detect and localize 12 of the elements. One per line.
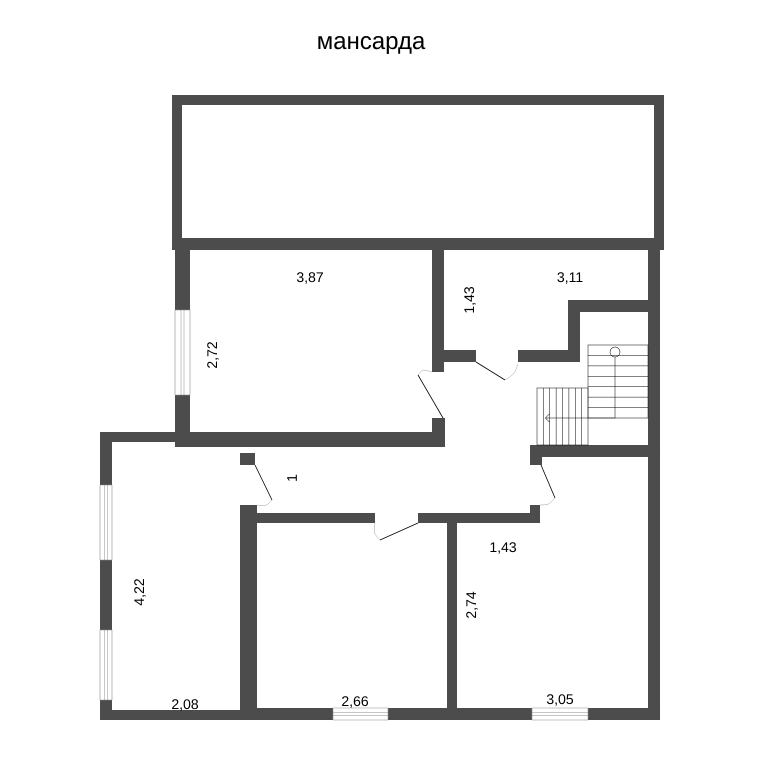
plan-title: мансарда — [318, 36, 426, 54]
dimension-label: 3,11 — [557, 272, 582, 284]
dimension-label: 2,08 — [172, 699, 198, 711]
dimension-label: 4,22 — [134, 579, 146, 606]
dimension-label: 2,74 — [466, 592, 478, 618]
dimension-label: 3,87 — [296, 272, 323, 284]
dimension-label: 1,43 — [490, 542, 516, 554]
dimension-label: 1,43 — [464, 287, 476, 313]
dimension-label: 2,72 — [207, 342, 219, 368]
dimension-label: 2,66 — [342, 696, 368, 708]
dimension-label: 1 — [287, 474, 297, 481]
dimension-label: 3,05 — [546, 694, 574, 706]
